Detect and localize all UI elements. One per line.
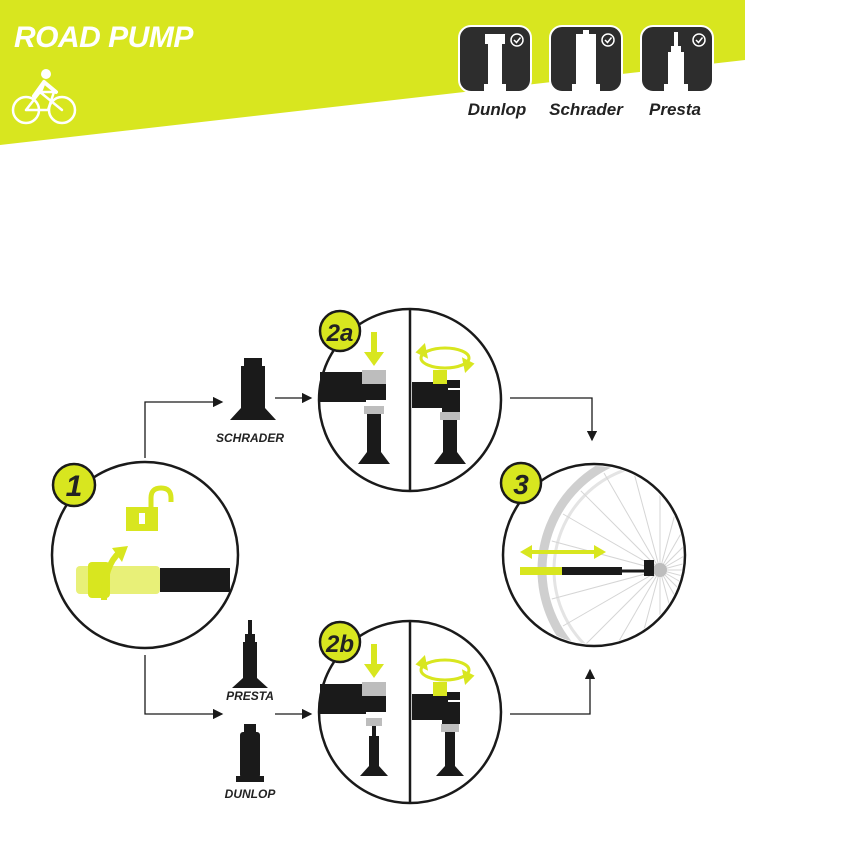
schrader-valve-illustration: SCHRADER — [216, 358, 284, 445]
rotate-lever-icon — [415, 342, 475, 374]
step-2b-panel: 2b — [317, 619, 503, 805]
wheel-spoke — [603, 472, 661, 571]
presta-valve-illustration: PRESTA — [226, 620, 274, 703]
push-down-arrow-icon — [364, 332, 384, 366]
pump-handle — [520, 567, 562, 575]
cyclist-icon — [11, 69, 77, 125]
check-circle-icon — [510, 33, 524, 47]
wheel-spoke — [659, 569, 683, 644]
valve-label-schrader: SCHRADER — [216, 431, 284, 445]
step-badge-3: 3 — [499, 461, 543, 505]
wheel-spoke — [562, 569, 661, 627]
step-label-1: 1 — [66, 470, 83, 503]
arrow-2a-to-3 — [510, 397, 598, 442]
schrader-valve-icon — [572, 30, 600, 92]
check-circle-icon — [601, 33, 615, 47]
wheel-spoke — [659, 540, 683, 571]
pump-stroke-arrow-icon — [520, 545, 606, 559]
rotate-arrow-icon — [101, 546, 128, 601]
valve-name-presta: Presta — [649, 100, 701, 119]
wheel-spoke — [630, 466, 661, 571]
step-badge-2a: 2a — [318, 309, 362, 353]
rotate-lever-icon — [415, 654, 475, 686]
wheel-spoke — [562, 513, 661, 571]
arrow-2b-to-3 — [510, 668, 596, 715]
valve-label-dunlop: DUNLOP — [225, 787, 277, 801]
wheel-spoke — [580, 490, 661, 571]
pump-head-lever — [76, 562, 230, 598]
wheel-spoke — [659, 569, 683, 644]
step-2a-panel: 2a — [317, 307, 503, 493]
step-label-2b: 2b — [325, 631, 354, 658]
dunlop-valve-illustration: DUNLOP — [225, 724, 277, 801]
wheel-spoke — [630, 569, 661, 644]
presta-valve-icon — [664, 32, 688, 92]
step-1-panel: 1 — [50, 460, 240, 650]
wheel-spoke — [603, 569, 661, 644]
valve-name-schrader: Schrader — [549, 100, 624, 119]
valve-label-presta: PRESTA — [226, 689, 274, 703]
wheel-spoke — [580, 569, 661, 644]
check-circle-icon — [692, 33, 706, 47]
wheel-spoke — [659, 472, 683, 571]
wheel-spoke — [551, 569, 661, 600]
dunlop-valve-icon — [484, 34, 506, 92]
valve-tile-schrader: Schrader — [549, 25, 624, 119]
flow-arrows — [144, 392, 598, 720]
page-title: ROAD PUMP — [14, 21, 194, 54]
step-badge-1: 1 — [51, 462, 97, 508]
arrow-1-to-schrader — [144, 396, 224, 458]
step-3-panel: 3 — [499, 461, 687, 648]
valve-tile-dunlop: Dunlop — [458, 25, 532, 119]
step-label-3: 3 — [513, 469, 529, 500]
wheel-spoke — [659, 490, 683, 571]
arrow-1-to-presta — [144, 655, 224, 720]
wheel-spoke — [551, 540, 661, 571]
wheel-spoke — [659, 513, 683, 571]
wheel-spoke — [659, 569, 683, 627]
valve-name-dunlop: Dunlop — [468, 100, 527, 119]
step-badge-2b: 2b — [318, 620, 362, 664]
pump-body — [562, 567, 622, 575]
step-label-2a: 2a — [326, 320, 354, 347]
valve-tile-presta: Presta — [640, 25, 714, 119]
push-down-arrow-icon — [364, 644, 384, 678]
wheel-spoke — [659, 569, 683, 600]
unlock-icon — [126, 485, 174, 531]
